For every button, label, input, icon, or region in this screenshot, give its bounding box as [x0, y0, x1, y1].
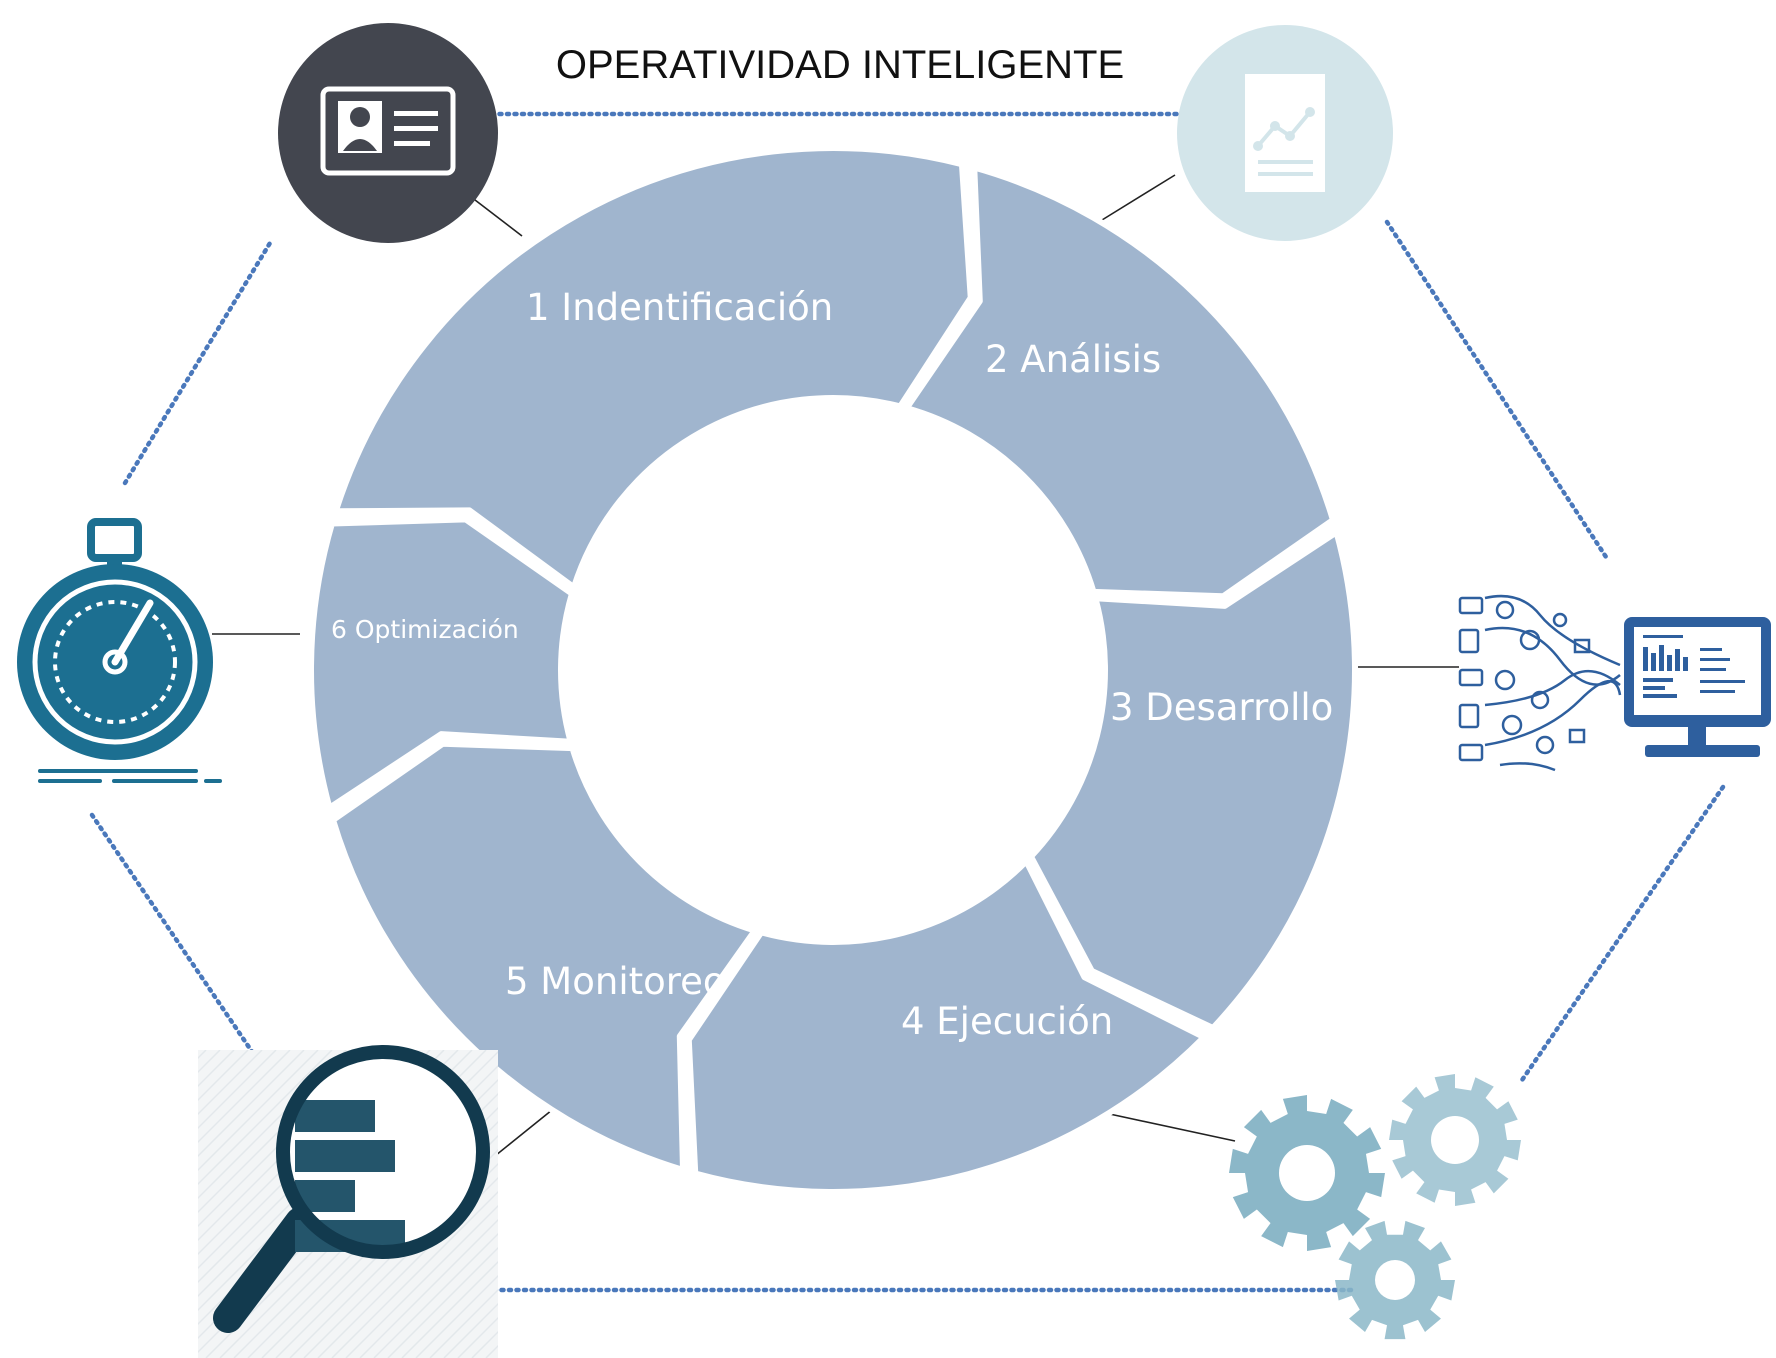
gears-icon — [1229, 1074, 1521, 1340]
stage-label-identificacion: 1 Indentificación — [526, 286, 833, 329]
stage-label-desarrollo: 3 Desarrollo — [1110, 686, 1333, 729]
stage-label-ejecucion: 4 Ejecución — [901, 1000, 1113, 1043]
ring-center — [563, 400, 1103, 940]
cycle-ring — [308, 145, 1358, 1195]
id-card-icon — [278, 23, 498, 243]
gear-hole — [1431, 1116, 1479, 1164]
ring-segment-monitoreo — [330, 740, 758, 1173]
stage-label-monitoreo: 5 Monitoreo — [505, 960, 726, 1003]
ring-segment-analisis — [903, 164, 1336, 600]
diagram-title: OPERATIVIDAD INTELIGENTE — [556, 43, 1124, 87]
connector-lower-right — [1517, 784, 1726, 1086]
ring-segment-identificacion — [332, 145, 974, 591]
monitor-network-icon — [1458, 594, 1771, 772]
magnifier-chart-icon — [198, 1045, 498, 1358]
ring-segment-ejecucion — [685, 858, 1208, 1195]
leader-analisis — [1101, 174, 1176, 221]
report-chart-icon — [1177, 25, 1393, 241]
leader-ejecucion — [1104, 1112, 1236, 1142]
gear-hole — [1279, 1145, 1335, 1201]
stage-label-analisis: 2 Análisis — [985, 338, 1161, 381]
stopwatch-icon — [17, 518, 222, 783]
gear-hole — [1375, 1260, 1415, 1300]
stage-label-optimizacion: 6 Optimización — [331, 615, 519, 644]
connector-upper-left — [122, 240, 273, 486]
connector-upper-right — [1384, 219, 1611, 563]
stage-labels: 1 Indentificación 2 Análisis 3 Desarroll… — [331, 286, 1333, 1043]
ring-segment-desarrollo — [1027, 529, 1358, 1031]
ring-segment-optimizacion — [308, 516, 575, 811]
